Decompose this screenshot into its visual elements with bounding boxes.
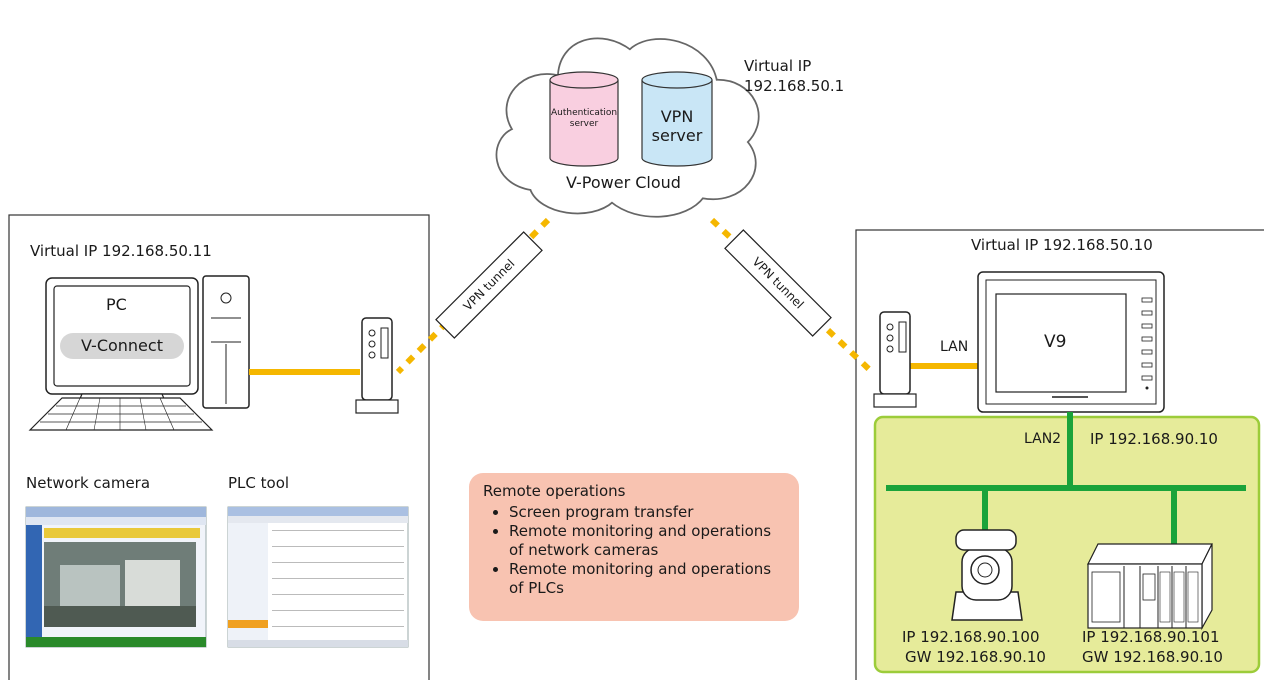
plc-icon — [1087, 543, 1213, 631]
remote-operations-box: Remote operations Screen program transfe… — [469, 473, 799, 621]
v9-label: V9 — [1044, 332, 1067, 352]
v9-hmi-icon — [977, 271, 1165, 413]
pc-tower-icon — [202, 275, 250, 409]
camera-gw: GW 192.168.90.10 — [905, 648, 1046, 666]
vpn-tunnel-right — [724, 229, 832, 337]
remote-operations-list: Screen program transfer Remote monitorin… — [483, 503, 785, 598]
v-connect-label: V-Connect — [81, 336, 163, 355]
authentication-server-icon — [549, 71, 619, 167]
vpn-server-label-1: VPN — [660, 107, 694, 126]
cloud-virtual-ip: 192.168.50.1 — [744, 77, 845, 95]
pc-virtual-ip: Virtual IP 192.168.50.11 — [30, 242, 212, 260]
remote-operations-title: Remote operations — [483, 482, 626, 500]
plc-tool-screenshot — [227, 506, 409, 648]
plc-gw: GW 192.168.90.10 — [1082, 648, 1223, 666]
network-camera-label: Network camera — [26, 474, 151, 492]
network-camera-screenshot — [25, 506, 207, 648]
network-camera-icon — [951, 529, 1023, 621]
lan2-ip: IP 192.168.90.10 — [1090, 430, 1218, 448]
vpn-tunnel-left — [435, 231, 543, 339]
remote-op-item: Remote monitoring and operations of netw… — [509, 522, 785, 560]
plc-ip: IP 192.168.90.101 — [1082, 628, 1220, 646]
v-connect-pill — [60, 333, 184, 359]
lan-label: LAN — [940, 339, 969, 355]
lan2-bus — [886, 412, 1246, 545]
cloud-virtual-ip-label: Virtual IP — [744, 57, 812, 75]
camera-ip: IP 192.168.90.100 — [902, 628, 1040, 646]
plc-tool-label: PLC tool — [228, 474, 290, 492]
remote-op-item: Screen program transfer — [509, 503, 785, 522]
vpn-server-icon — [641, 71, 713, 167]
router-left-icon — [355, 317, 399, 414]
auth-server-label: Authentication server — [551, 108, 618, 129]
cloud-name: V-Power Cloud — [566, 173, 681, 192]
remote-op-item: Remote monitoring and operations of PLCs — [509, 560, 785, 598]
vpn-server-label-2: server — [651, 126, 703, 145]
lan2-label: LAN2 — [1024, 431, 1062, 447]
keyboard-icon — [28, 397, 214, 431]
pc-label: PC — [106, 295, 127, 314]
router-right-icon — [873, 311, 917, 408]
hmi-virtual-ip: Virtual IP 192.168.50.10 — [971, 236, 1153, 254]
